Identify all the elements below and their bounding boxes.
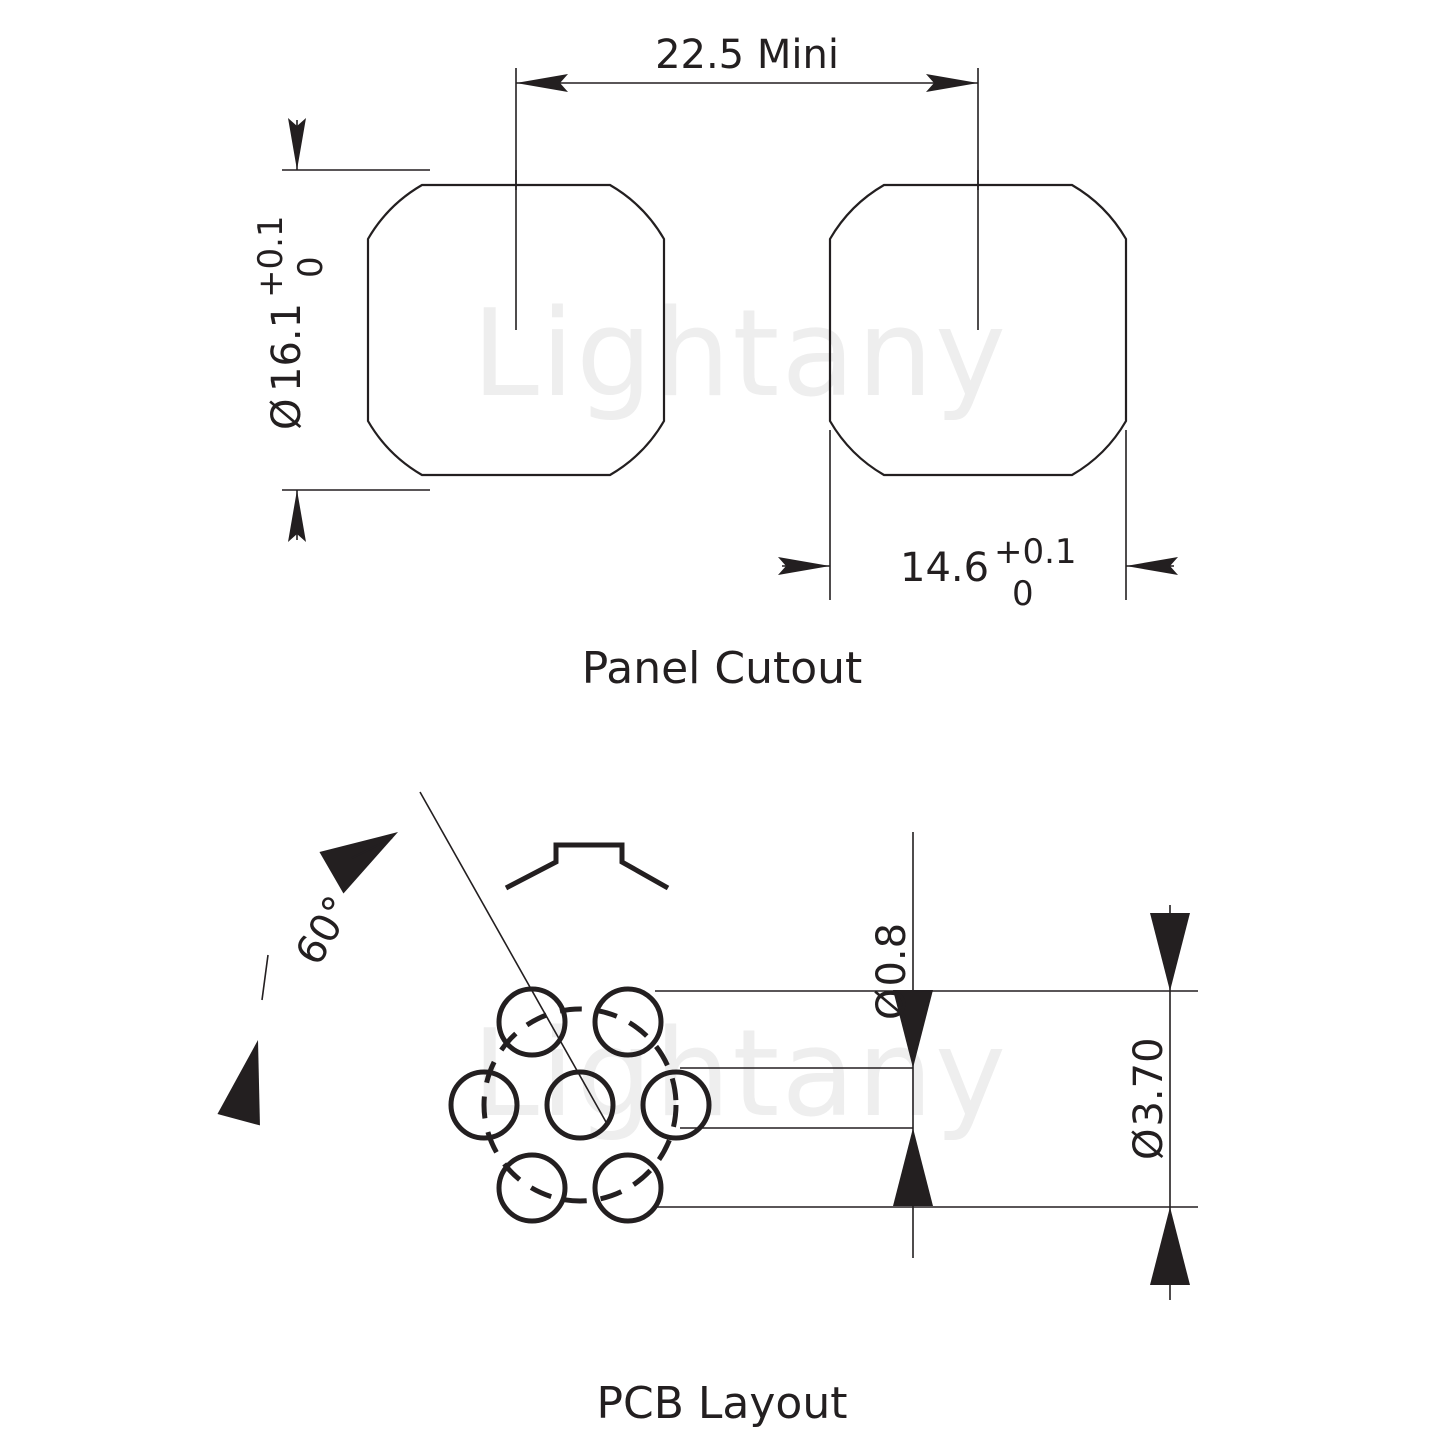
- dim-hole-dia-0-8: Ø0.8: [655, 832, 933, 1258]
- pcb-pin-upper-right: [592, 986, 664, 1058]
- dim-label-flat-tol-upper: +0.1: [994, 532, 1077, 572]
- dim-label-flat-value: 14.6: [900, 545, 989, 591]
- pcb-pin-right: [640, 1069, 712, 1141]
- dim-label-hole-dia: Ø0.8: [869, 923, 915, 1020]
- pcb-layout-group: 60° Ø0.8: [217, 791, 1198, 1429]
- pcb-pin-lower-left: [496, 1152, 568, 1224]
- dim-label-diameter-tol-upper: +0.1: [251, 215, 291, 298]
- dim-diameter-16-1: Ø 16.1 +0.1 0: [251, 118, 430, 542]
- panel-cutout-left-shape: [366, 183, 666, 477]
- bolt-circle: [481, 1006, 679, 1204]
- pcb-pin-upper-left: [496, 986, 568, 1058]
- pcb-pin-lower-right: [592, 1152, 664, 1224]
- dim-pitch-22-5: 22.5 Mini: [515, 32, 979, 190]
- dim-flat-width-14-6: 14.6 +0.1 0: [778, 430, 1178, 614]
- watermark-top: Lightany: [472, 285, 1008, 424]
- dim-label-diameter-symbol: Ø: [264, 399, 310, 430]
- pcb-pin-left: [448, 1069, 520, 1141]
- panel-cutout-group: 22.5 Mini Ø 16.1 +0.1 0: [251, 32, 1178, 694]
- panel-cutout-right-shape: [828, 183, 1128, 477]
- dim-label-bolt-circle-dia: Ø3.70: [1126, 1037, 1172, 1160]
- dim-label-angle: 60°: [287, 889, 362, 973]
- panel-cutout-caption: Panel Cutout: [582, 643, 863, 694]
- dim-bolt-circle-3-70: Ø3.70: [913, 905, 1198, 1300]
- dim-label-diameter-tol-lower: 0: [291, 256, 331, 278]
- dim-label-diameter-value: 16.1: [264, 303, 310, 392]
- pcb-layout-caption: PCB Layout: [596, 1378, 847, 1429]
- pcb-pin-center: [544, 1069, 616, 1141]
- keyway-notch-symbol: [504, 842, 670, 891]
- dim-label-flat-tol-lower: 0: [1012, 574, 1034, 614]
- dim-label-pitch: 22.5 Mini: [655, 32, 839, 78]
